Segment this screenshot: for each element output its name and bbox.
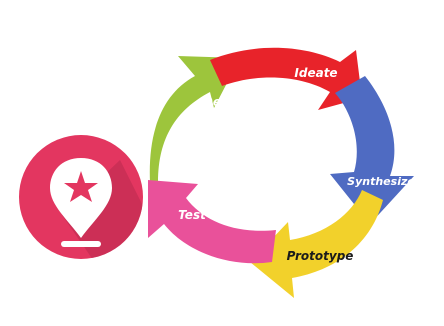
define-arrow [149,56,240,182]
prototype-arrow [250,190,383,298]
ideate-arrow [210,47,362,110]
synthesize-arrow [330,76,414,224]
define-label: Define [203,95,247,109]
ideate-label: Ideate [294,66,337,80]
prototype-label: Prototype [287,249,354,263]
pin-shape [50,158,112,238]
location-star-icon [19,135,143,259]
test-arrow [148,180,276,264]
synthesize-label: Synthesize [347,175,415,188]
test-label: Test [178,208,207,222]
pin-base [61,241,101,247]
star-icon [64,171,98,202]
